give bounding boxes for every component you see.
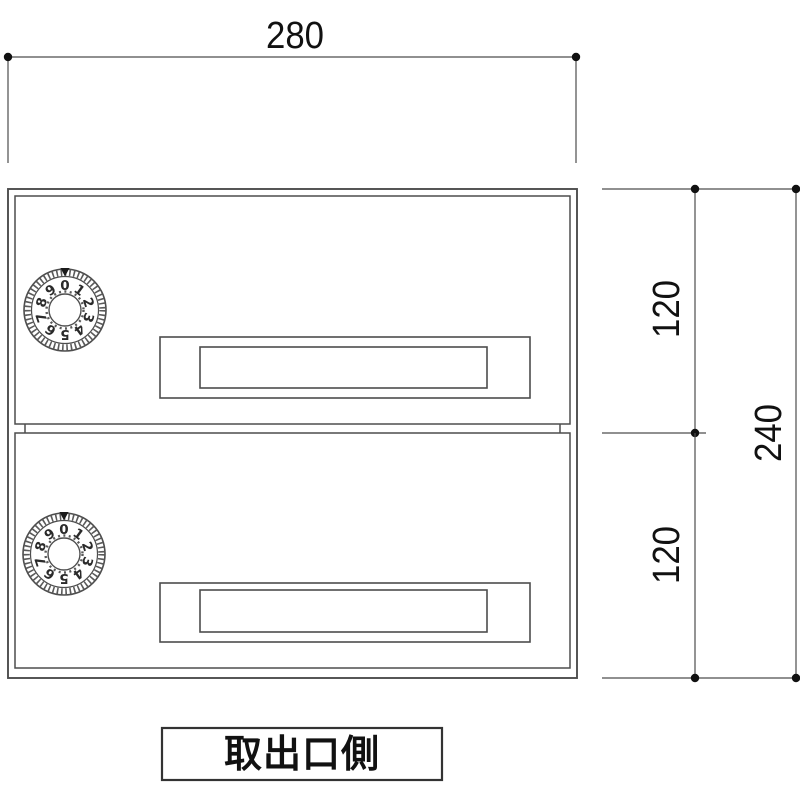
cabinet-outline xyxy=(7,188,578,679)
dimension-lower-height: 120 xyxy=(646,433,700,683)
mail-slot-upper xyxy=(159,336,531,399)
dial-digit: 8 xyxy=(32,540,50,554)
dimension-endpoint-dot xyxy=(690,673,700,683)
dimension-upper-height-label: 120 xyxy=(646,280,688,338)
slot-outer-frame xyxy=(159,582,531,643)
caption-box: 取出口側 xyxy=(160,726,444,782)
caption-frame xyxy=(160,726,444,782)
dial-digit: 3 xyxy=(78,554,96,568)
dial-digit: 5 xyxy=(60,326,69,342)
dimension-endpoint-dot xyxy=(791,184,800,194)
dimension-lower-height-label: 120 xyxy=(646,526,688,584)
dimension-upper-height: 120 xyxy=(646,184,700,438)
dimension-endpoint-dot xyxy=(690,184,700,194)
right-extension-lines xyxy=(602,188,800,679)
dial-digit: 0 xyxy=(59,522,68,538)
dial-digit: 7 xyxy=(33,310,51,324)
dial-lock-upper: 0 1 2 3 4 5 6 7 8 9 xyxy=(23,268,107,352)
door-divider xyxy=(24,424,561,433)
slot-inner-flap xyxy=(199,346,488,389)
dimension-endpoint-dot xyxy=(571,52,581,62)
dimension-width: 280 xyxy=(3,15,581,163)
mail-slot-lower xyxy=(159,582,531,643)
dial-digit: 0 xyxy=(60,278,69,294)
dimension-total-height: 240 xyxy=(748,184,800,683)
caption-label: 取出口側 xyxy=(224,734,380,776)
dial-knob xyxy=(47,537,81,571)
dial-digit: 8 xyxy=(33,296,51,310)
door-lower xyxy=(14,432,571,669)
slot-outer-frame xyxy=(159,336,531,399)
dial-lock-lower: 0 1 2 3 4 5 6 7 8 9 xyxy=(22,512,106,596)
dial-digit: 7 xyxy=(32,554,50,568)
dial-index-mark xyxy=(60,268,70,277)
dimension-total-height-label: 240 xyxy=(748,404,790,462)
dial-digit: 2 xyxy=(78,540,96,554)
door-upper xyxy=(14,195,571,425)
dial-digit: 2 xyxy=(79,296,97,310)
dial-index-mark xyxy=(59,512,69,521)
dial-digit: 5 xyxy=(59,570,68,586)
dial-digit: 3 xyxy=(79,310,97,324)
dimension-endpoint-dot xyxy=(791,673,800,683)
dimension-width-label: 280 xyxy=(266,15,324,57)
dial-knob xyxy=(48,293,82,327)
dimension-endpoint-dot xyxy=(3,52,13,62)
slot-inner-flap xyxy=(199,589,488,633)
